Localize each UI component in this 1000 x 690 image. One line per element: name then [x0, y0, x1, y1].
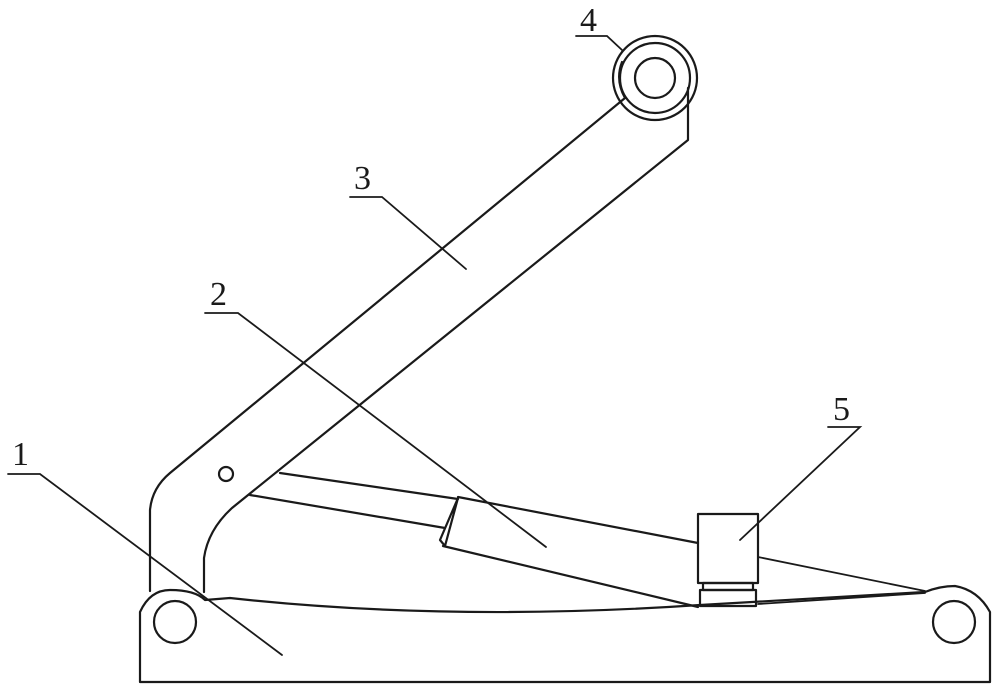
- block-base: [698, 588, 758, 608]
- label-5: 5: [833, 391, 850, 428]
- block-body: [696, 512, 760, 585]
- arm: [148, 60, 690, 594]
- cylinder-rod-bottom: [248, 493, 447, 530]
- leader-lines: [7, 35, 863, 656]
- leader-2: [204, 312, 547, 548]
- reference-numerals: 1 2 3 4 5: [12, 2, 850, 473]
- leader-3: [349, 196, 467, 270]
- right-pivot-hole: [931, 599, 977, 645]
- block-part: [696, 512, 760, 608]
- label-3: 3: [354, 160, 371, 197]
- leader-5: [739, 426, 863, 541]
- label-4: 4: [580, 2, 597, 39]
- roller: [611, 34, 699, 122]
- cylinder-rod-top: [278, 471, 460, 501]
- leader-4: [575, 35, 623, 51]
- cylinder-barrel-bottom: [441, 544, 700, 609]
- label-2: 2: [210, 276, 227, 313]
- leader-1: [7, 473, 283, 656]
- cylinder-end-cap: [438, 496, 460, 548]
- arm-small-hole: [217, 465, 235, 483]
- hydraulic-cylinder: [248, 471, 700, 609]
- cylinder-barrel-top: [456, 495, 700, 545]
- tension-lines: [757, 556, 926, 605]
- left-pivot-hole: [152, 599, 198, 645]
- roller-hub: [633, 56, 677, 100]
- label-1: 1: [12, 436, 29, 473]
- base-frame: [138, 584, 992, 684]
